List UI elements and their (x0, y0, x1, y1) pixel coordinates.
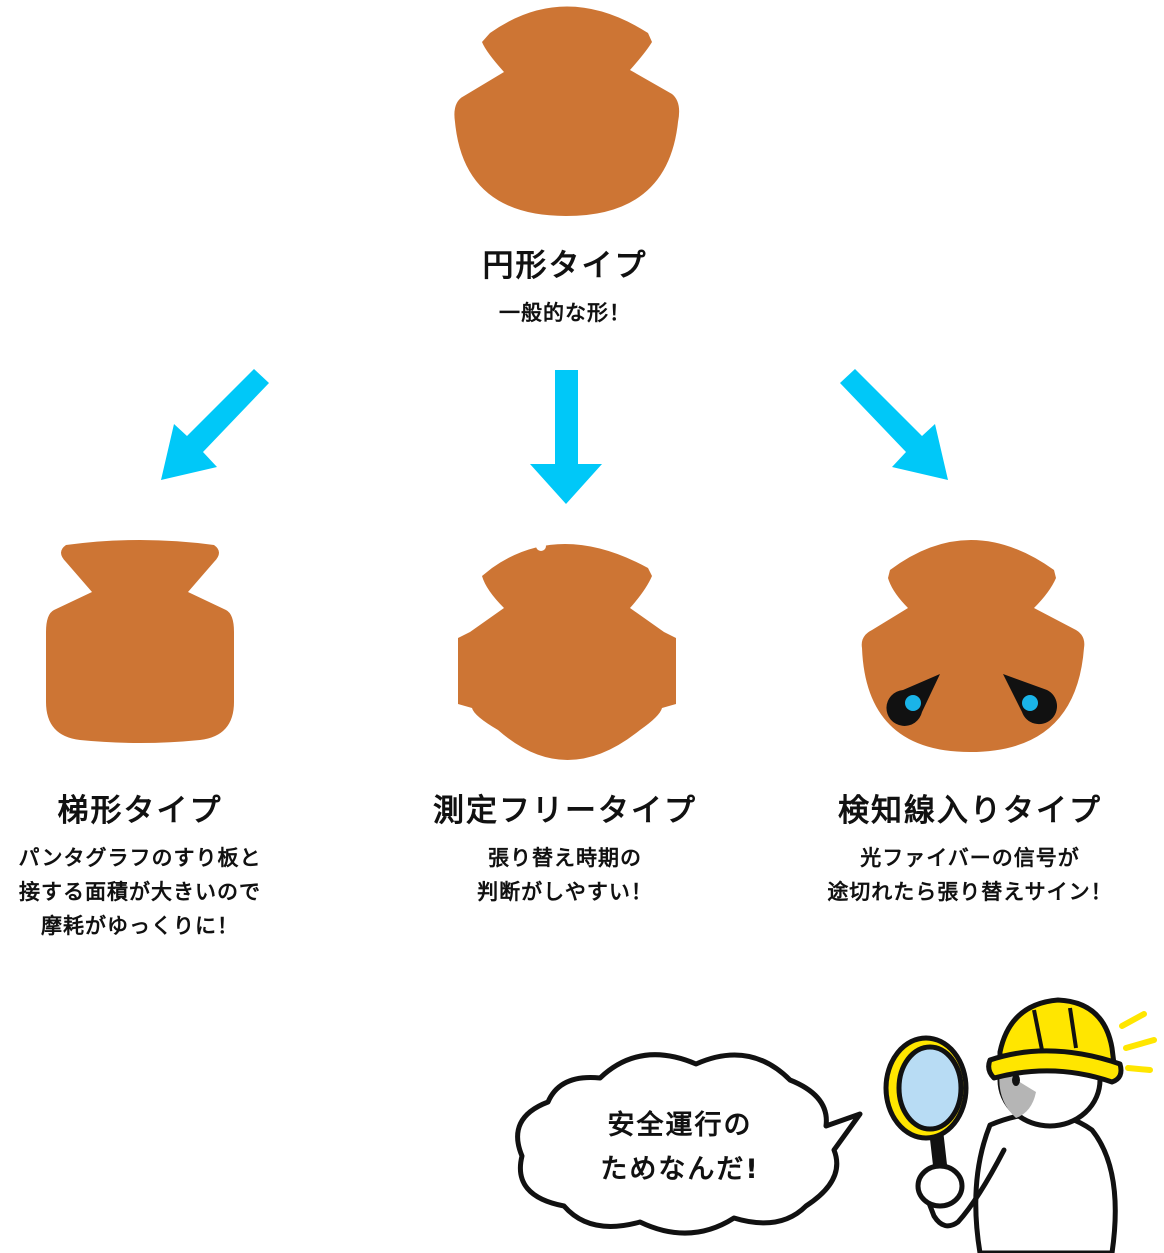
trapezoid-type-desc-line-1: パンタグラフのすり板と (18, 846, 262, 870)
trapezoid-type-desc-line-3: 摩耗がゆっくりに！ (41, 914, 239, 938)
measure-free-type-desc-line-2: 判断がしやすい！ (477, 880, 653, 904)
fiber-sensor-left-icon (886, 674, 940, 726)
speech-line-2: ためなんだ! (600, 1154, 760, 1185)
measure-notch (536, 541, 546, 551)
circular-type-desc: 一般的な形！ (499, 301, 631, 325)
detection-line-type-title: 検知線入りタイプ (838, 793, 1102, 829)
trapezoid-shoe-shape (46, 540, 234, 743)
trapezoid-type-desc-line-2: 接する面積が大きいので (19, 880, 261, 904)
arrow-down-right-icon (840, 369, 948, 480)
speech-line-1: 安全運行の (607, 1110, 753, 1141)
detection-line-type-desc-line-2: 途切れたら張り替えサイン！ (827, 880, 1113, 904)
detection-line-type-desc-line-1: 光ファイバーの信号が (860, 846, 1080, 870)
speech-bubble (515, 1052, 863, 1236)
measure-free-type-title: 測定フリータイプ (433, 793, 697, 829)
fiber-sensor-right-icon (1003, 674, 1058, 725)
inspector-with-magnifier-icon (883, 997, 1157, 1253)
circular-type-title: 円形タイプ (482, 248, 648, 284)
arrow-down-icon (530, 370, 602, 504)
measure-free-shoe-shape (458, 544, 676, 760)
measure-free-type-desc-line-1: 張り替え時期の (488, 846, 642, 870)
trapezoid-type-title: 梯形タイプ (57, 793, 223, 829)
circular-shoe-shape (454, 6, 680, 216)
arrow-down-left-icon (161, 369, 269, 480)
